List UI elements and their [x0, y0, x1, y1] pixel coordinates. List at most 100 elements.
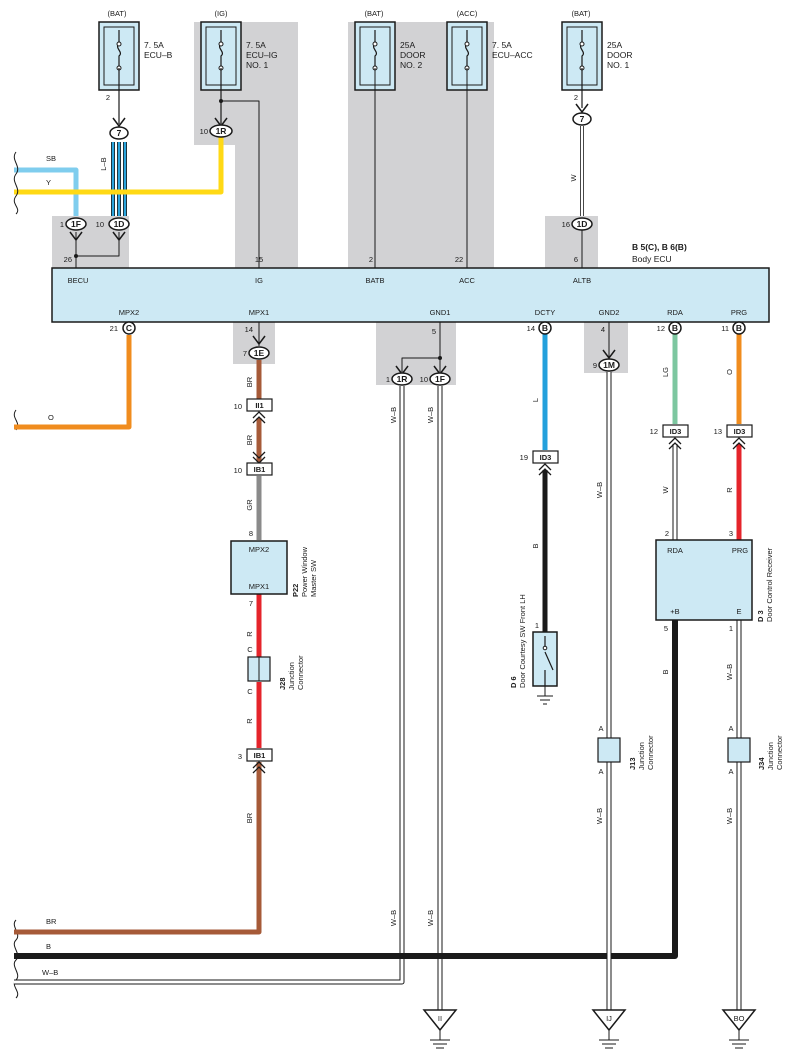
- svg-text:25A: 25A: [607, 40, 622, 50]
- connector-ib1-bottom: 3 IB1: [238, 748, 273, 774]
- top-wires: [14, 68, 584, 268]
- svg-text:1D: 1D: [577, 219, 588, 229]
- svg-text:+B: +B: [670, 607, 679, 616]
- svg-text:7. 5A: 7. 5A: [144, 40, 164, 50]
- connector-1r-ig: 10 1R: [200, 117, 233, 138]
- svg-text:B: B: [46, 942, 51, 951]
- connector-1f-becu: 1 1F: [60, 217, 87, 242]
- left-wire-breaks: [13, 151, 19, 999]
- svg-text:5: 5: [432, 327, 436, 336]
- svg-text:10: 10: [420, 375, 428, 384]
- svg-text:B: B: [672, 323, 678, 333]
- svg-text:DOOR: DOOR: [607, 50, 633, 60]
- svg-text:B: B: [531, 543, 540, 548]
- svg-text:7. 5A: 7. 5A: [492, 40, 512, 50]
- svg-text:(ACC): (ACC): [457, 9, 478, 18]
- svg-text:7: 7: [580, 114, 585, 124]
- connector-gnd1: 5 1 1R 10 1F: [386, 327, 451, 386]
- svg-text:ACC: ACC: [459, 276, 475, 285]
- svg-text:W: W: [661, 486, 670, 494]
- svg-text:W–B: W–B: [725, 664, 734, 680]
- svg-text:SB: SB: [46, 154, 56, 163]
- svg-text:J34: J34: [757, 757, 766, 770]
- svg-text:1M: 1M: [603, 360, 615, 370]
- svg-text:B 5(C), B 6(B): B 5(C), B 6(B): [632, 242, 687, 252]
- svg-text:J13: J13: [628, 757, 637, 770]
- connector-id3-rda: 12 ID3: [650, 424, 689, 450]
- svg-text:R: R: [725, 487, 734, 493]
- svg-text:1F: 1F: [435, 374, 445, 384]
- svg-text:W–B: W–B: [595, 482, 604, 498]
- svg-text:BECU: BECU: [68, 276, 89, 285]
- svg-text:1: 1: [729, 624, 733, 633]
- connector-1d-becu: 10 1D: [96, 217, 130, 242]
- svg-text:12: 12: [657, 324, 665, 333]
- svg-text:W–B: W–B: [725, 808, 734, 824]
- component-j13: A A J13 Junction Connector: [597, 724, 655, 776]
- svg-text:2: 2: [574, 93, 578, 102]
- svg-text:R: R: [245, 718, 254, 724]
- component-j28: C C J28 Junction Connector: [247, 645, 305, 696]
- svg-text:W–B: W–B: [426, 910, 435, 926]
- svg-text:10: 10: [200, 127, 208, 136]
- connector-id3-prg: 13 ID3: [714, 424, 753, 450]
- svg-text:BR: BR: [245, 434, 254, 445]
- svg-text:GND1: GND1: [430, 308, 451, 317]
- svg-text:10: 10: [234, 402, 242, 411]
- connector-c-mpx2: 21 C: [110, 321, 136, 335]
- svg-text:RDA: RDA: [667, 546, 683, 555]
- svg-text:10: 10: [234, 466, 242, 475]
- svg-text:6: 6: [574, 255, 578, 264]
- svg-text:W–B: W–B: [42, 968, 58, 977]
- svg-text:ID3: ID3: [540, 453, 552, 462]
- svg-text:A: A: [598, 767, 603, 776]
- svg-text:1: 1: [386, 375, 390, 384]
- svg-text:22: 22: [455, 255, 463, 264]
- svg-text:MPX2: MPX2: [119, 308, 139, 317]
- svg-text:W: W: [569, 174, 578, 182]
- fuse-door-no2: (BAT) 25A DOOR NO. 2: [354, 9, 426, 91]
- svg-text:Junction: Junction: [287, 662, 296, 690]
- svg-text:12: 12: [650, 427, 658, 436]
- svg-text:(BAT): (BAT): [107, 9, 127, 18]
- svg-text:L–B: L–B: [99, 157, 108, 170]
- svg-text:3: 3: [729, 529, 733, 538]
- ground-ij: IJ: [591, 1009, 627, 1049]
- svg-text:B: B: [661, 669, 670, 674]
- svg-text:IB1: IB1: [254, 465, 266, 474]
- svg-text:1: 1: [535, 621, 539, 630]
- svg-text:NO. 1: NO. 1: [607, 60, 629, 70]
- svg-text:11: 11: [721, 324, 729, 333]
- svg-text:1R: 1R: [397, 374, 408, 384]
- ground-bo: BO: [721, 1009, 757, 1049]
- connector-1m-gnd2: 4 9 1M: [593, 325, 620, 372]
- svg-text:ECU–B: ECU–B: [144, 50, 173, 60]
- svg-text:IG: IG: [255, 276, 263, 285]
- fuse-ecu-ig-no1: (IG) 7. 5A ECU–IG NO. 1: [200, 9, 278, 91]
- svg-text:BO: BO: [734, 1014, 745, 1023]
- svg-text:Junction: Junction: [766, 742, 775, 770]
- svg-text:(IG): (IG): [215, 9, 228, 18]
- svg-text:E: E: [736, 607, 741, 616]
- top-wire-labels: SB Y L–B W: [46, 154, 578, 187]
- svg-text:W–B: W–B: [389, 407, 398, 423]
- svg-text:A: A: [728, 724, 733, 733]
- svg-text:1E: 1E: [254, 348, 265, 358]
- svg-text:DOOR: DOOR: [400, 50, 426, 60]
- svg-text:O: O: [48, 413, 54, 422]
- svg-text:1D: 1D: [114, 219, 125, 229]
- svg-text:GND2: GND2: [599, 308, 620, 317]
- svg-text:Connector: Connector: [296, 655, 305, 690]
- svg-text:B: B: [736, 323, 742, 333]
- svg-text:(BAT): (BAT): [571, 9, 591, 18]
- svg-text:IB1: IB1: [254, 751, 266, 760]
- svg-text:II1: II1: [255, 401, 263, 410]
- component-p22: 8 MPX2 MPX1 7 P22 Power Window Master SW: [230, 529, 318, 608]
- svg-text:4: 4: [601, 325, 605, 334]
- svg-text:Connector: Connector: [646, 735, 655, 770]
- connector-1d-altb: 16 1D: [562, 217, 593, 231]
- svg-text:16: 16: [562, 220, 570, 229]
- connector-7-door-no1: 2 7: [572, 93, 592, 126]
- svg-text:GR: GR: [245, 499, 254, 511]
